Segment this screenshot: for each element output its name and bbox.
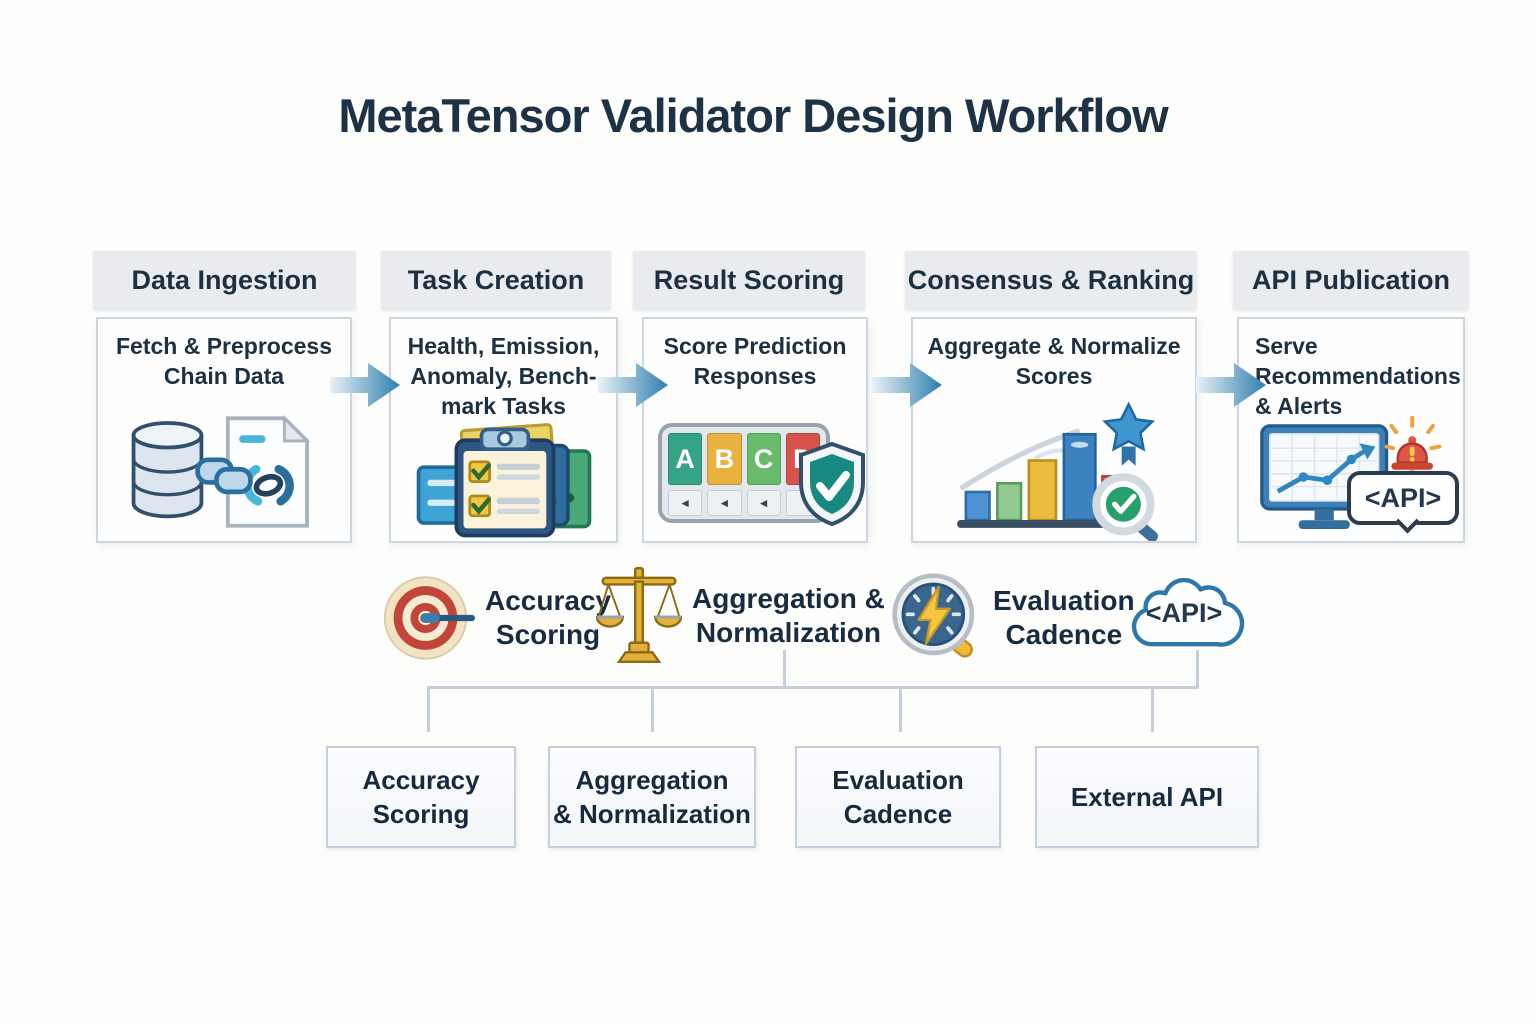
legend-external-api-cloud: <API> bbox=[1121, 566, 1247, 652]
stage-body-text: Fetch & Preprocess Chain Data bbox=[115, 333, 333, 389]
connector-legend-drop bbox=[783, 650, 786, 688]
grade-mark: ◄ bbox=[668, 490, 703, 516]
grade-cell-c: C bbox=[746, 433, 781, 485]
api-cloud-icon bbox=[1131, 577, 1245, 647]
grade-mark: ◄ bbox=[707, 490, 742, 516]
legend-label: Evaluation Cadence bbox=[993, 585, 1135, 650]
legend-label: Accuracy Scoring bbox=[485, 585, 612, 650]
legend-accuracy-scoring: Accuracy Scoring bbox=[383, 572, 611, 664]
grade-cell-a: A bbox=[668, 433, 703, 485]
page-title: MetaTensor Validator Design Workflow bbox=[338, 89, 1168, 142]
flow-arrow-1 bbox=[330, 363, 400, 407]
connector-drop-2 bbox=[651, 686, 654, 732]
stage-header-result-scoring: Result Scoring bbox=[633, 251, 865, 309]
stage-panel-result-scoring: Score Prediction Responses A B C D ◄ ◄ ◄ bbox=[642, 317, 868, 543]
connector-drop-4 bbox=[1151, 686, 1154, 732]
module-aggregation-normalization: Aggregation & Normalization bbox=[548, 746, 756, 848]
balance-scale-icon bbox=[596, 567, 682, 664]
flow-arrow-2 bbox=[598, 363, 668, 407]
legend-evaluation-cadence: Evaluation Cadence bbox=[891, 572, 1135, 664]
legend-label: Aggregation & Normalization bbox=[692, 583, 885, 648]
database-chain-document-icon bbox=[131, 414, 311, 528]
stage-body-text: Aggregate & Normalize Scores bbox=[927, 333, 1181, 389]
stage-panel-data-ingestion: Fetch & Preprocess Chain Data bbox=[96, 317, 352, 543]
cloud-api-label: <API> bbox=[1145, 598, 1223, 628]
stage-header-consensus-ranking: Consensus & Ranking bbox=[905, 251, 1197, 309]
grade-cell-b: B bbox=[707, 433, 742, 485]
shield-check-icon bbox=[799, 441, 865, 527]
stage-panel-consensus-ranking: Aggregate & Normalize Scores bbox=[911, 317, 1197, 543]
grade-mark: ◄ bbox=[746, 490, 781, 516]
stage-header-api-publication: API Publication bbox=[1233, 251, 1469, 309]
api-bubble-label: <API> bbox=[1364, 482, 1442, 513]
stage-panel-api-publication: Serve Recommendations & Alerts bbox=[1237, 317, 1465, 543]
module-external-api: External API bbox=[1035, 746, 1259, 848]
stage-body-text: Score Prediction Responses bbox=[663, 333, 847, 389]
connector-cloud-stem bbox=[1196, 650, 1199, 688]
stage-header-data-ingestion: Data Ingestion bbox=[93, 251, 356, 309]
target-icon bbox=[383, 576, 475, 660]
connector-horizontal bbox=[427, 686, 1199, 689]
lightning-timer-icon bbox=[892, 573, 975, 658]
api-speech-bubble: <API> bbox=[1347, 471, 1459, 534]
stage-body-text: Serve Recommendations & Alerts bbox=[1255, 333, 1461, 419]
flow-arrow-4 bbox=[1196, 363, 1266, 407]
clipboard-checklist-icon bbox=[416, 423, 592, 538]
module-accuracy-scoring: Accuracy Scoring bbox=[326, 746, 516, 848]
stage-header-task-creation: Task Creation bbox=[381, 251, 611, 309]
ranked-bar-chart-star-magnifier-icon bbox=[957, 401, 1159, 541]
stage-panel-task-creation: Health, Emission, Anomaly, Bench- mark T… bbox=[389, 317, 618, 543]
legend-aggregation-normalization: Aggregation & Normalization bbox=[596, 566, 885, 666]
module-evaluation-cadence: Evaluation Cadence bbox=[795, 746, 1001, 848]
flow-arrow-3 bbox=[872, 363, 942, 407]
connector-drop-1 bbox=[427, 686, 430, 732]
connector-drop-3 bbox=[899, 686, 902, 732]
stage-body-text: Health, Emission, Anomaly, Bench- mark T… bbox=[407, 333, 600, 419]
